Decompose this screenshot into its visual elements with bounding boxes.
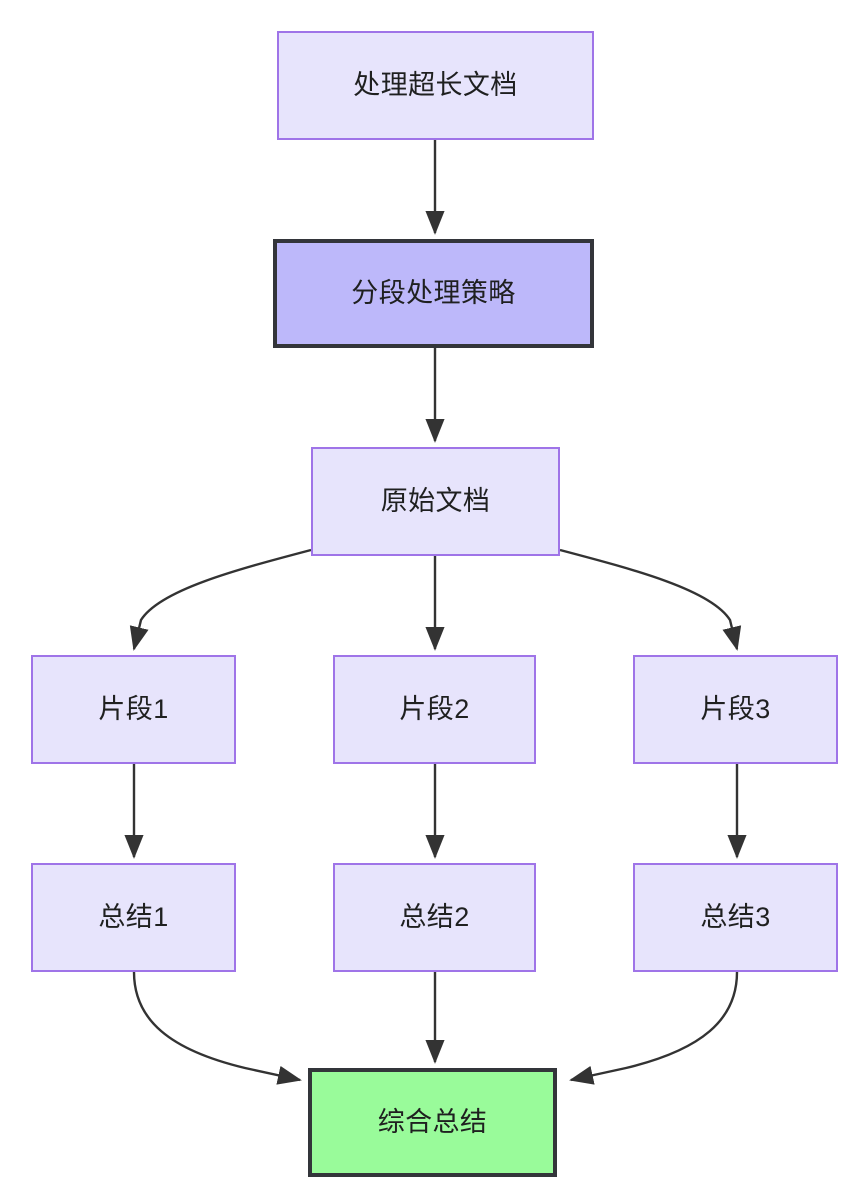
node-label: 综合总结 [377, 1107, 488, 1138]
node-label: 片段3 [700, 694, 771, 725]
node-summary-1[interactable]: 总结1 [31, 863, 236, 972]
node-doc-source[interactable]: 原始文档 [311, 447, 560, 556]
node-label: 处理超长文档 [353, 70, 518, 101]
edge-doc-source-to-frag3 [559, 548, 742, 651]
edge-sum3-to-final [569, 971, 739, 1085]
node-final-summary[interactable]: 综合总结 [308, 1068, 557, 1177]
node-label: 总结3 [700, 902, 771, 933]
node-label: 片段2 [399, 694, 470, 725]
edge-sum1-to-final [132, 971, 302, 1085]
node-label: 片段1 [98, 694, 169, 725]
node-label: 原始文档 [380, 486, 491, 517]
node-fragment-1[interactable]: 片段1 [31, 655, 236, 764]
node-label: 总结2 [399, 902, 470, 933]
edge-doc-source-to-frag1 [129, 548, 312, 651]
node-fragment-2[interactable]: 片段2 [333, 655, 536, 764]
node-strategy[interactable]: 分段处理策略 [273, 239, 594, 348]
node-doc-long[interactable]: 处理超长文档 [277, 31, 594, 140]
node-label: 分段处理策略 [351, 278, 516, 309]
node-fragment-3[interactable]: 片段3 [633, 655, 838, 764]
node-summary-2[interactable]: 总结2 [333, 863, 536, 972]
node-label: 总结1 [98, 902, 169, 933]
node-summary-3[interactable]: 总结3 [633, 863, 838, 972]
